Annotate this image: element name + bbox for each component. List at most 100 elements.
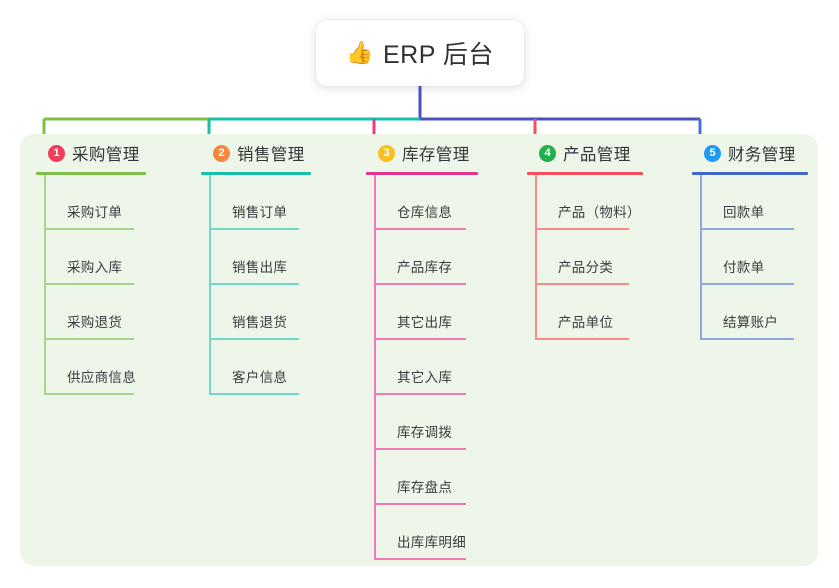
branch-item-rule	[376, 448, 466, 450]
branch-item-label: 产品（物料）	[558, 205, 641, 220]
branch-header-4[interactable]: 4 产品管理	[527, 140, 643, 166]
branch-item-rule	[211, 228, 299, 230]
branch-item-rule	[537, 338, 629, 340]
branch-item-rule	[537, 283, 629, 285]
branch-item-rule	[376, 228, 466, 230]
branch-item[interactable]: 供应商信息	[45, 340, 146, 395]
branch-spine	[44, 175, 46, 395]
branch-item[interactable]: 库存调拨	[375, 395, 478, 450]
branch-item-label: 客户信息	[232, 370, 288, 385]
branch-item-rule	[376, 558, 466, 560]
branch-item-list: 仓库信息产品库存其它出库其它入库库存调拨库存盘点出库库明细	[374, 175, 478, 560]
branch-badge-3: 3	[378, 144, 395, 162]
branch-title-4: 产品管理	[563, 146, 631, 164]
branch-item-rule	[376, 393, 466, 395]
branch-item[interactable]: 其它出库	[375, 285, 478, 340]
branch-item-rule	[537, 228, 629, 230]
branch-spine	[209, 175, 211, 395]
branch-item[interactable]: 销售出库	[210, 230, 311, 285]
branch-item-label: 销售订单	[232, 205, 288, 220]
branch-item[interactable]: 采购退货	[45, 285, 146, 340]
branch-item-rule	[211, 338, 299, 340]
branch-item[interactable]: 产品分类	[536, 230, 643, 285]
branch-item[interactable]: 客户信息	[210, 340, 311, 395]
branch-badge-5: 5	[704, 144, 721, 162]
branch-item-label: 仓库信息	[397, 205, 453, 220]
branch-item-rule	[46, 393, 134, 395]
branch-item-rule	[46, 283, 134, 285]
branch-column-销售管理: 2 销售管理销售订单销售出库销售退货客户信息	[201, 140, 311, 395]
branch-item-rule	[376, 283, 466, 285]
branch-item[interactable]: 产品库存	[375, 230, 478, 285]
branch-item[interactable]: 销售订单	[210, 175, 311, 230]
branch-header-rule	[366, 172, 478, 175]
branch-header-rule	[527, 172, 643, 175]
branch-item[interactable]: 回款单	[701, 175, 808, 230]
branch-item-rule	[702, 283, 794, 285]
branch-item[interactable]: 产品（物料）	[536, 175, 643, 230]
branch-column-产品管理: 4 产品管理产品（物料） 产品分类产品单位	[527, 140, 643, 340]
branch-title-3: 库存管理	[402, 146, 470, 164]
branch-item-rule	[376, 503, 466, 505]
branch-item-label: 产品单位	[558, 315, 614, 330]
root-node-content: 👍 ERP 后台	[346, 35, 494, 71]
branch-header-rule	[692, 172, 808, 175]
branch-item-label: 销售出库	[232, 260, 288, 275]
branch-item-label: 结算账户	[723, 315, 779, 330]
branch-item[interactable]: 销售退货	[210, 285, 311, 340]
branch-header-rule	[201, 172, 311, 175]
root-node-title: ERP 后台	[383, 41, 494, 69]
branch-item[interactable]: 仓库信息	[375, 175, 478, 230]
branch-badge-4: 4	[539, 144, 556, 162]
branch-title-1: 采购管理	[72, 146, 140, 164]
branch-item-rule	[702, 338, 794, 340]
branches-panel	[20, 134, 818, 566]
branch-item-label: 采购订单	[67, 205, 123, 220]
branch-item-label: 库存调拨	[397, 425, 453, 440]
branch-title-5: 财务管理	[728, 146, 796, 164]
branch-header-3[interactable]: 3 库存管理	[366, 140, 478, 166]
branch-item[interactable]: 采购订单	[45, 175, 146, 230]
branch-item-label: 采购退货	[67, 315, 123, 330]
branch-spine	[374, 175, 376, 560]
branch-header-5[interactable]: 5 财务管理	[692, 140, 808, 166]
branch-header-rule	[36, 172, 146, 175]
branch-item-rule	[46, 338, 134, 340]
thumbs-up-icon: 👍	[346, 40, 374, 65]
branch-item-rule	[46, 228, 134, 230]
branch-item[interactable]: 结算账户	[701, 285, 808, 340]
branch-item-list: 销售订单销售出库销售退货客户信息	[209, 175, 311, 395]
branch-item-list: 采购订单采购入库采购退货供应商信息	[44, 175, 146, 395]
branch-item-label: 供应商信息	[67, 370, 136, 385]
branch-column-采购管理: 1 采购管理采购订单采购入库采购退货供应商信息	[36, 140, 146, 395]
branch-item-label: 产品库存	[397, 260, 453, 275]
branch-spine	[700, 175, 702, 340]
branch-item-rule	[702, 228, 794, 230]
branch-item-label: 其它入库	[397, 370, 453, 385]
branch-badge-2: 2	[213, 144, 230, 162]
branch-item[interactable]: 库存盘点	[375, 450, 478, 505]
branch-item-label: 销售退货	[232, 315, 288, 330]
branch-item[interactable]: 产品单位	[536, 285, 643, 340]
root-node-card[interactable]: 👍 ERP 后台	[316, 20, 524, 86]
branch-header-1[interactable]: 1 采购管理	[36, 140, 146, 166]
branch-item-list: 回款单付款单结算账户	[700, 175, 808, 340]
branch-item[interactable]: 出库库明细	[375, 505, 478, 560]
branch-title-2: 销售管理	[237, 146, 305, 164]
branch-badge-1: 1	[48, 144, 65, 162]
branch-item[interactable]: 采购入库	[45, 230, 146, 285]
branch-header-2[interactable]: 2 销售管理	[201, 140, 311, 166]
branch-item[interactable]: 其它入库	[375, 340, 478, 395]
branch-spine	[535, 175, 537, 340]
branch-item[interactable]: 付款单	[701, 230, 808, 285]
branch-item-label: 库存盘点	[397, 480, 453, 495]
branch-item-rule	[211, 393, 299, 395]
branch-item-label: 采购入库	[67, 260, 123, 275]
branch-item-list: 产品（物料） 产品分类产品单位	[535, 175, 643, 340]
branch-item-label: 回款单	[723, 205, 765, 220]
branch-item-label: 出库库明细	[397, 535, 466, 550]
branch-item-label: 付款单	[723, 260, 765, 275]
branch-column-库存管理: 3 库存管理仓库信息产品库存其它出库其它入库库存调拨库存盘点出库库明细	[366, 140, 478, 560]
branch-item-label: 其它出库	[397, 315, 453, 330]
